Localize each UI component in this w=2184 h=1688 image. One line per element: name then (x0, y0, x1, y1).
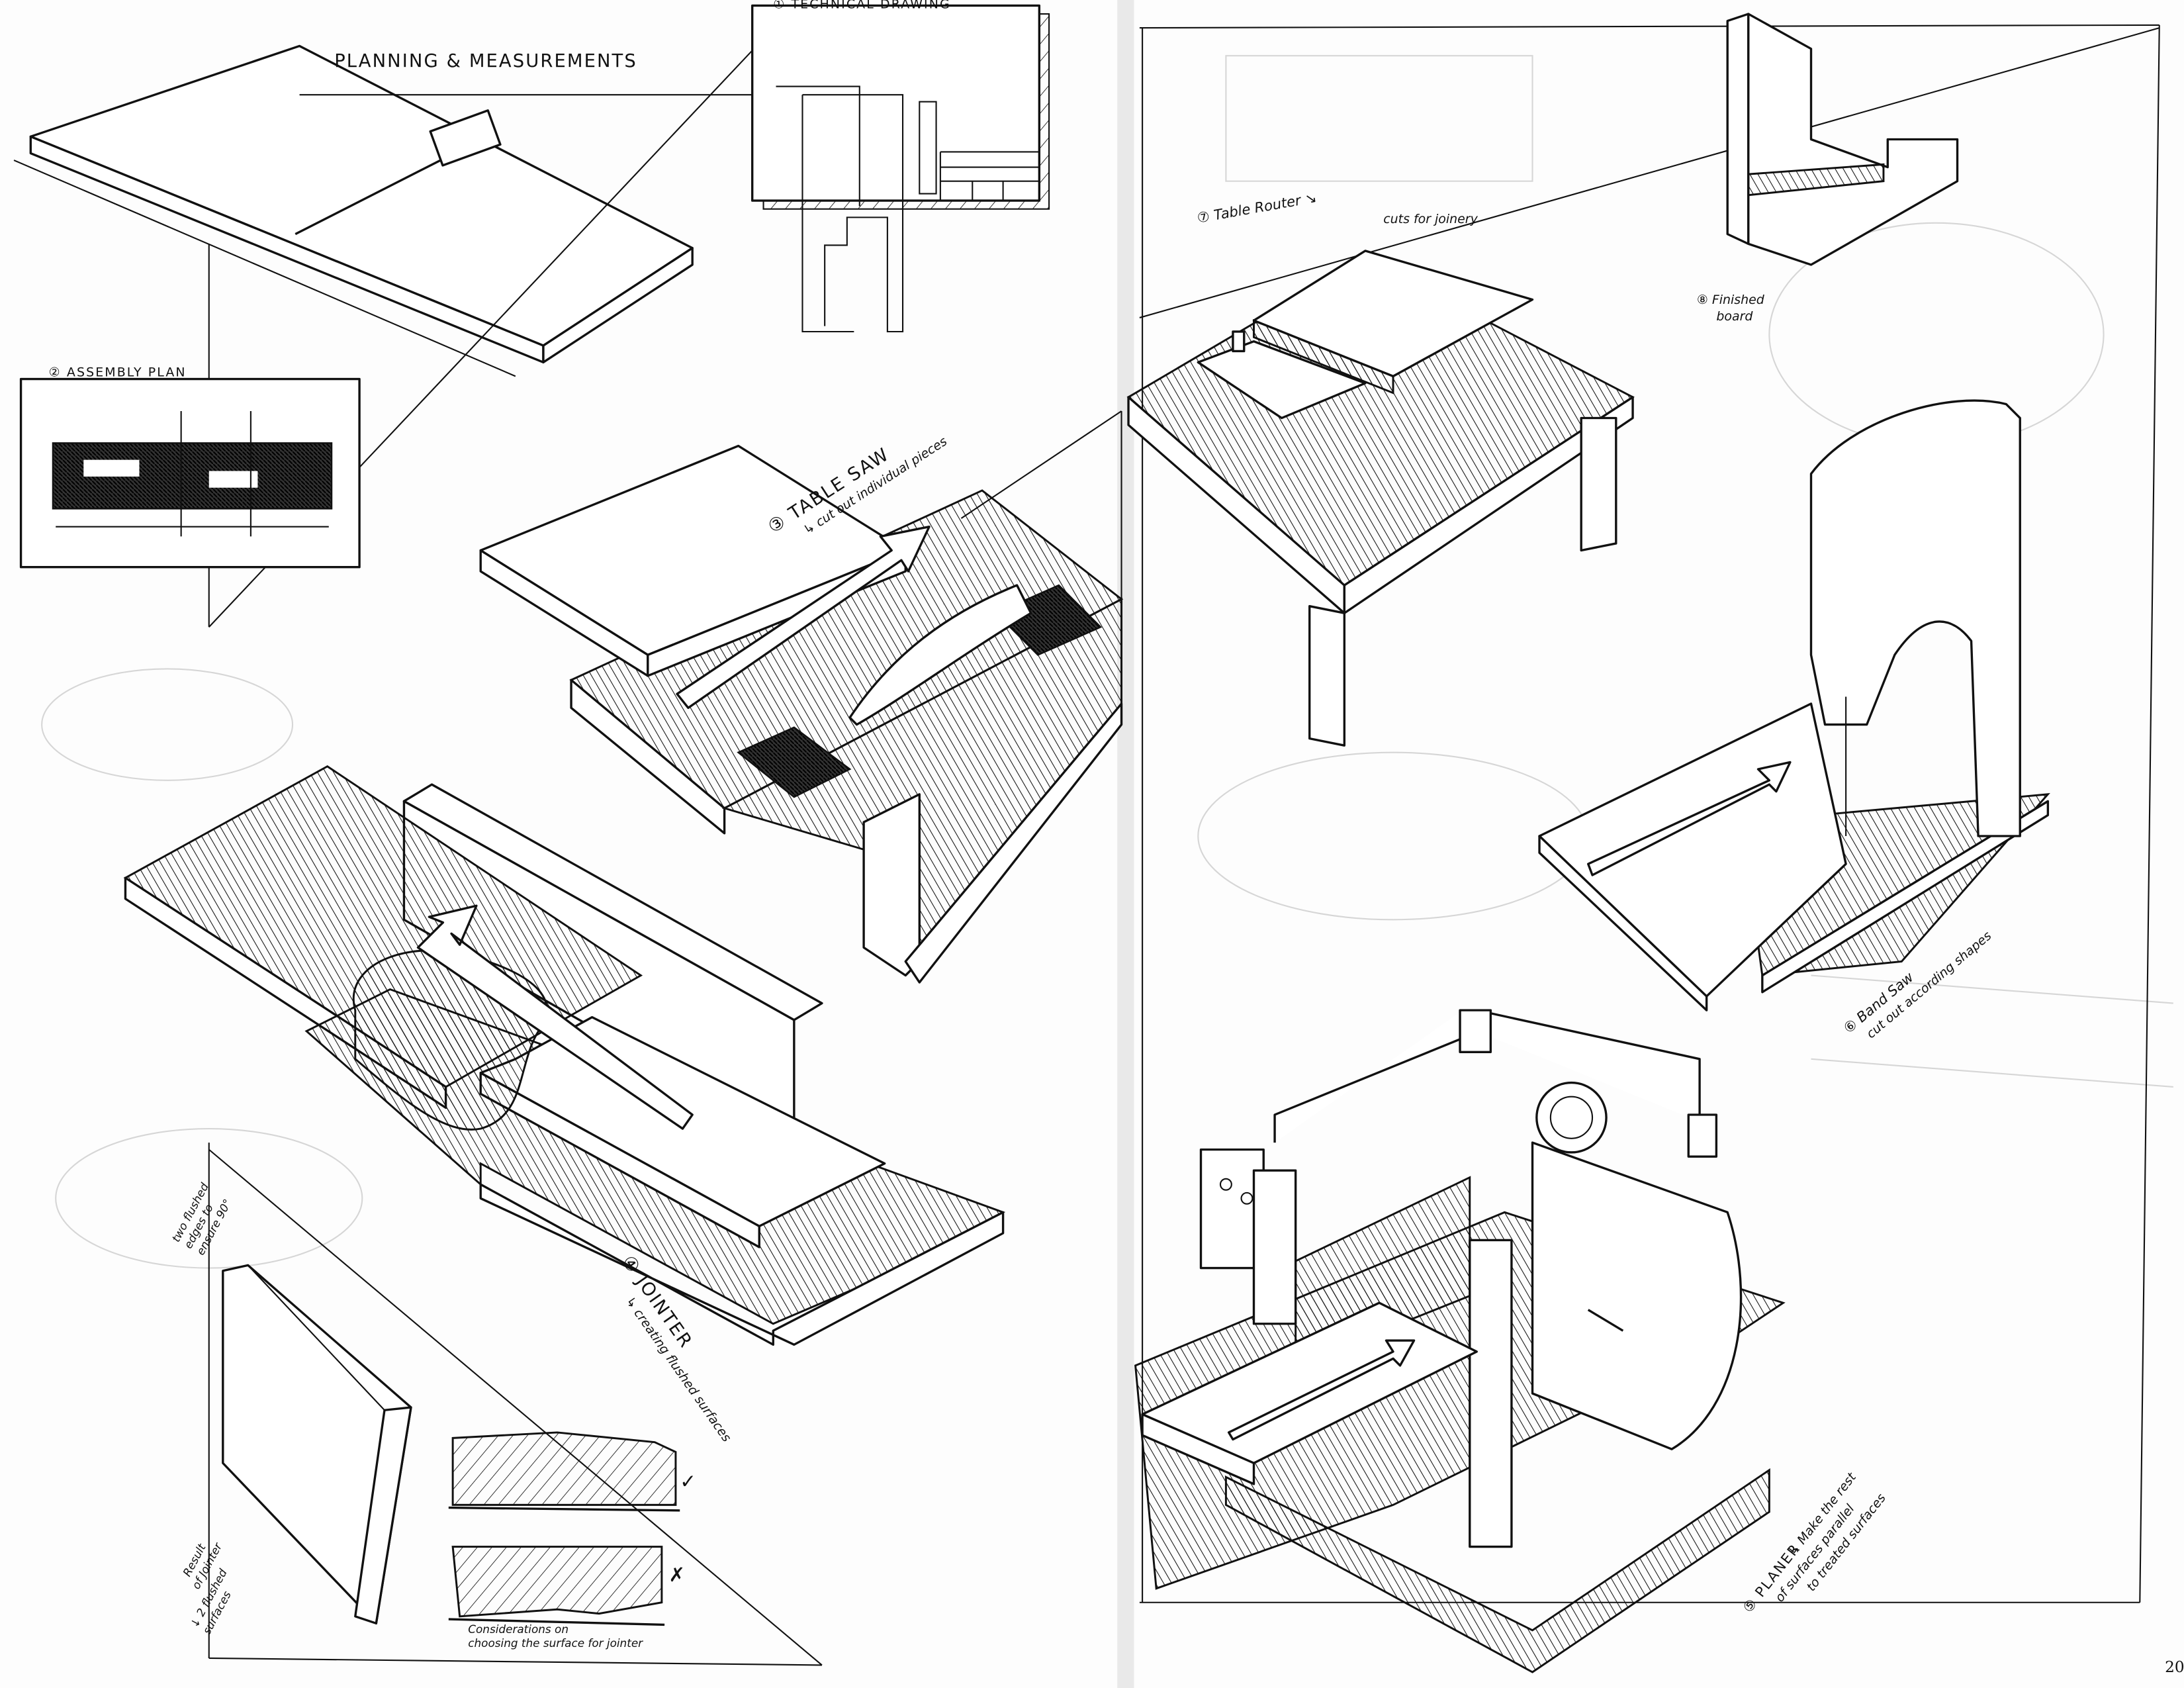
planer-drawing (1134, 1009, 1786, 1673)
good-surface-section (451, 1431, 677, 1506)
table-router-note: cuts for joinery (1383, 212, 1478, 226)
planning-title: PLANNING & MEASUREMENTS (334, 51, 637, 71)
finished-board-label-1: ⑧ Finished (1697, 293, 1765, 307)
good-check-mark: ✓ (680, 1470, 696, 1493)
surface-consideration-diagrams (448, 1431, 680, 1626)
finished-board-label-2: board (1716, 309, 1753, 324)
technical-drawing-sheet (751, 4, 1050, 333)
table-saw-drawing (479, 410, 1124, 984)
finished-board-drawing (1726, 13, 1959, 266)
page-gutter (1117, 0, 1134, 1688)
table-router-drawing (1126, 250, 1635, 747)
bad-cross-mark: ✗ (668, 1564, 685, 1586)
jointer-feed-arrow (416, 904, 694, 1130)
considerations-caption-2: choosing the surface for jointer (468, 1636, 643, 1650)
table-router-label: ⑦ Table Router ↘ (1196, 189, 1318, 226)
considerations-caption-1: Considerations on (468, 1622, 569, 1636)
tape-measure-icon (429, 109, 502, 167)
technical-drawing-label: ① TECHNICAL DRAWING (773, 0, 951, 12)
feed-direction-arrow (676, 526, 931, 710)
assembly-plan-label: ② ASSEMBLY PLAN (49, 365, 187, 379)
bad-surface-section (451, 1546, 663, 1618)
jointer-result-drawing (208, 1143, 823, 1666)
measured-board-drawing (13, 20, 781, 628)
right-page-frame (1139, 24, 2160, 1603)
band-saw-feed-arrow (1587, 761, 1792, 876)
planer-handwheel-icon (1535, 1081, 1608, 1154)
tape-blade (295, 149, 461, 236)
assembly-plan-sheet (19, 377, 361, 569)
band-saw-drawing (1538, 399, 2050, 1011)
jointer-drawing (123, 765, 1006, 1346)
planer-feed-arrow (1227, 1339, 1416, 1441)
page-number: 20 (2165, 1659, 2184, 1676)
